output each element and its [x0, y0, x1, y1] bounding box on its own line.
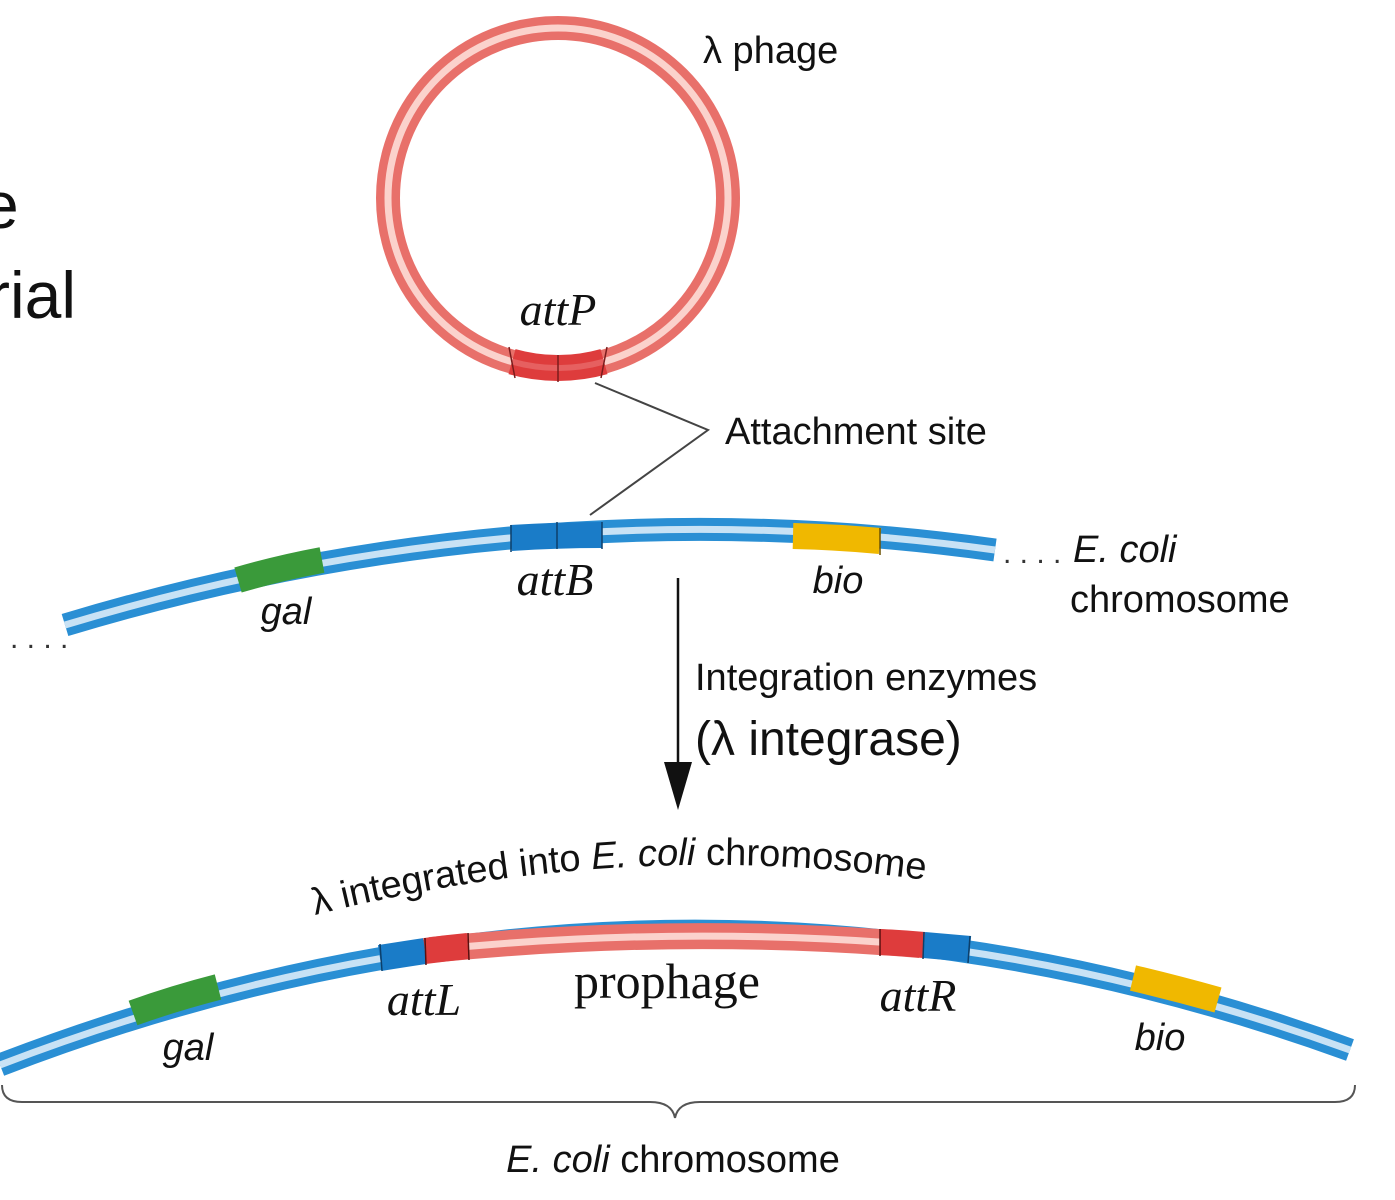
integrated-label: λ integrated into E. coli chromosome [307, 832, 929, 924]
prophage-label: prophage [574, 953, 760, 1009]
attachment-pointer [589, 382, 711, 516]
attL-label: attL [387, 974, 461, 1025]
side-text-line1: e [0, 168, 19, 242]
phage-circle [376, 16, 740, 382]
integration-arrowhead [664, 762, 692, 810]
attP-label: attP [520, 284, 597, 335]
bottom-species: E. coli [506, 1139, 611, 1181]
attachment-site-label: Attachment site [725, 411, 987, 453]
integrated-post: chromosome [706, 832, 929, 889]
chromosome-top-right-dots: . . . . [1003, 537, 1061, 570]
phage-label: λ phage [703, 30, 838, 72]
bottom-word: chromosome [620, 1139, 840, 1181]
ecoli-chromosome-bottom-label: E. coli chromosome [506, 1139, 840, 1181]
integrase-label: (λ integrase) [695, 713, 962, 766]
chromosome-bottom [0, 929, 1350, 1065]
attR-label: attR [880, 970, 957, 1021]
chromosome-label-top: chromosome [1070, 579, 1290, 621]
bio-label-bottom: bio [1135, 1017, 1186, 1059]
integrated-species: E. coli [590, 832, 697, 878]
integration-enzymes-label: Integration enzymes [695, 657, 1037, 699]
gal-label-bottom: gal [163, 1027, 215, 1069]
attB-label: attB [517, 554, 594, 605]
chromosome-brace [1, 1084, 1356, 1119]
chromosome-top-left-dots: . . . . [10, 622, 68, 655]
integrated-pre: integrated into [336, 837, 582, 916]
ecoli-label-top: E. coli [1073, 529, 1178, 571]
chromosome-top [65, 522, 995, 625]
gal-label-top: gal [261, 591, 313, 633]
integrated-lambda: λ [307, 878, 336, 923]
side-text-line2: rial [0, 258, 76, 332]
bio-label-top: bio [813, 560, 864, 602]
